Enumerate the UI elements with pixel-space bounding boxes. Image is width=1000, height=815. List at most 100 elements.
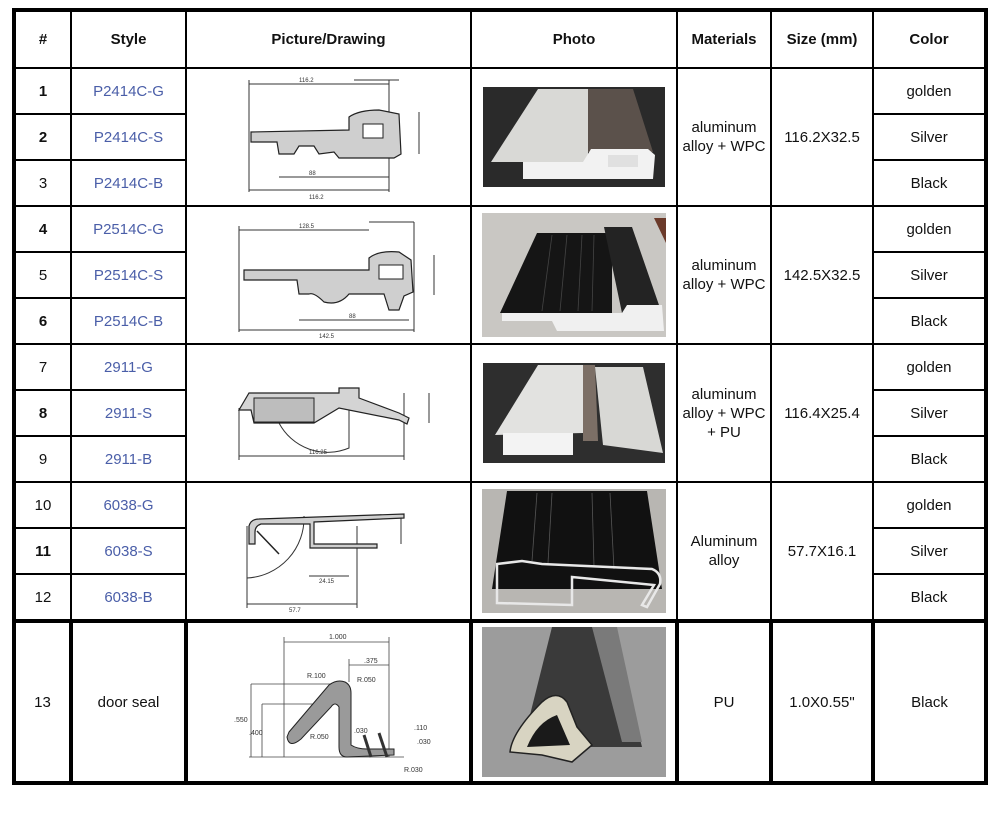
door-seal-photo-icon <box>482 627 666 777</box>
style-code: 6038-S <box>70 527 187 575</box>
materials-cell: aluminum alloy + WPC + PU <box>676 343 772 483</box>
color-cell: Black <box>872 573 987 622</box>
svg-text:116.25: 116.25 <box>309 450 328 456</box>
drawing-cell: 1.000 .375 R.100 R.050 R.050 .550 .400 .… <box>184 619 473 785</box>
size-cell: 116.2X32.5 <box>770 67 874 207</box>
row-number: 1 <box>13 67 72 115</box>
row-number: 6 <box>13 297 72 345</box>
table-row: 13 door seal 1.000 .375 R.100 <box>12 619 988 785</box>
color-cell: Silver <box>872 389 987 437</box>
size-cell: 1.0X0.55" <box>769 619 875 785</box>
table-row: 6 P2514C-B Black <box>13 297 987 345</box>
photo-cell <box>470 481 678 622</box>
svg-text:88: 88 <box>309 171 316 177</box>
style-code: P2414C-S <box>70 113 187 161</box>
style-code: 6038-G <box>70 481 187 529</box>
size-cell: 116.4X25.4 <box>770 343 874 483</box>
table-row: 4 P2514C-G 128.5 88 142.5 <box>13 205 987 345</box>
dimension-label: R.050 <box>357 677 376 684</box>
color-cell: Black <box>872 159 987 207</box>
dimension-label: R.030 <box>404 767 423 774</box>
color-cell: Black <box>871 619 988 785</box>
color-cell: golden <box>872 67 987 115</box>
table-row: 7 2911-G 116.25 <box>13 343 987 483</box>
materials-cell: aluminum alloy + WPC <box>676 205 772 345</box>
style-code: P2414C-B <box>70 159 187 207</box>
materials-line: alloy + WPC <box>682 276 766 293</box>
svg-text:116.2: 116.2 <box>299 78 314 84</box>
black-aluminum-wpc-threshold-photo-icon <box>482 213 666 337</box>
materials-line: alloy + WPC <box>682 138 766 155</box>
style-code: 2911-G <box>70 343 187 391</box>
row-number: 10 <box>13 481 72 529</box>
table-row: 9 2911-B Black <box>13 435 987 483</box>
row-number: 8 <box>13 389 72 437</box>
header-photo: Photo <box>470 9 678 69</box>
photo-cell <box>470 205 678 345</box>
svg-text:88: 88 <box>349 314 356 320</box>
header-number: # <box>13 9 72 69</box>
table-row: 3 P2414C-B Black <box>13 159 987 207</box>
style-code: P2514C-B <box>70 297 187 345</box>
svg-text:57.7: 57.7 <box>289 608 301 614</box>
dimension-label: .400 <box>249 730 263 737</box>
header-style: Style <box>70 9 187 69</box>
style-code: 2911-B <box>70 435 187 483</box>
style-code: 6038-B <box>70 573 187 622</box>
header-size: Size (mm) <box>770 9 874 69</box>
svg-text:128.5: 128.5 <box>299 224 315 230</box>
row-number: 11 <box>13 527 72 575</box>
table-row: 1 P2414C-G 116.2 88 116.2 <box>13 67 987 207</box>
materials-line: Aluminum <box>690 533 758 550</box>
row-number: 5 <box>13 251 72 299</box>
table-row: 8 2911-S Silver <box>13 389 987 437</box>
style-code: 2911-S <box>70 389 187 437</box>
header-picture-drawing: Picture/Drawing <box>185 9 472 69</box>
dimension-label: 1.000 <box>329 634 347 641</box>
materials-line: + PU <box>707 423 741 441</box>
style-name: door seal <box>69 619 188 785</box>
header-row: # Style Picture/Drawing Photo Materials … <box>13 9 987 69</box>
door-seal-profile-drawing-icon: 1.000 .375 R.100 R.050 R.050 .550 .400 .… <box>234 634 431 774</box>
dimension-label: .550 <box>234 717 248 724</box>
threshold-profile-drawing-icon: 128.5 88 142.5 <box>238 221 434 340</box>
row-number: 12 <box>13 573 72 622</box>
threshold-profile-drawing-icon: 57.7 24.15 <box>246 513 405 614</box>
threshold-profile-drawing-icon: 116.25 <box>237 387 429 460</box>
header-color: Color <box>872 9 987 69</box>
dimension-label: R.050 <box>310 734 329 741</box>
materials-line: alloy + WPC <box>682 404 766 422</box>
table-row: 2 P2414C-S Silver <box>13 113 987 161</box>
row-number: 9 <box>13 435 72 483</box>
aluminum-wpc-threshold-photo-icon <box>483 87 665 187</box>
row-number: 3 <box>13 159 72 207</box>
table-row: 5 P2514C-S Silver <box>13 251 987 299</box>
color-cell: golden <box>872 205 987 253</box>
materials-cell: Aluminum alloy <box>676 481 772 622</box>
style-code: P2514C-S <box>70 251 187 299</box>
svg-text:142.5: 142.5 <box>319 334 335 340</box>
table-row: 12 6038-B Black <box>13 573 987 622</box>
dimension-label: .030 <box>417 739 431 746</box>
row-number: 13 <box>12 619 73 785</box>
drawing-cell: 116.25 <box>185 343 472 483</box>
drawing-cell: 57.7 24.15 <box>185 481 472 622</box>
color-cell: Silver <box>872 527 987 575</box>
dimension-label: .375 <box>364 658 378 665</box>
table-row: 10 6038-G 57.7 24.15 <box>13 481 987 622</box>
product-spec-table: # Style Picture/Drawing Photo Materials … <box>12 8 988 785</box>
style-code: P2514C-G <box>70 205 187 253</box>
materials-line: aluminum <box>691 385 757 403</box>
row-number: 7 <box>13 343 72 391</box>
size-cell: 57.7X16.1 <box>770 481 874 622</box>
svg-text:116.2: 116.2 <box>309 195 324 201</box>
style-code: P2414C-G <box>70 67 187 115</box>
color-cell: golden <box>872 481 987 529</box>
materials-cell: aluminum alloy + WPC <box>676 67 772 207</box>
photo-cell <box>470 67 678 207</box>
svg-text:24.15: 24.15 <box>319 579 335 585</box>
row-number: 4 <box>13 205 72 253</box>
materials-line: alloy <box>708 552 740 569</box>
header-materials: Materials <box>676 9 772 69</box>
color-cell: Black <box>872 435 987 483</box>
